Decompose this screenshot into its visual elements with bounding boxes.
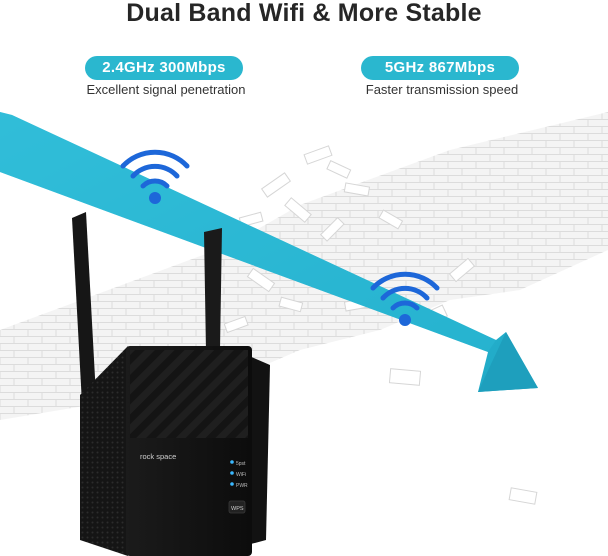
wps-button <box>228 500 246 514</box>
antenna-left <box>72 212 96 404</box>
wifi-icon <box>370 271 440 326</box>
led-indicator <box>230 471 234 475</box>
led-label: 5pst <box>236 461 246 467</box>
device-brand-label: rock space <box>140 452 176 461</box>
wps-button-label: WPS <box>231 506 244 512</box>
led-indicator <box>230 460 234 464</box>
page-title: Dual Band Wifi & More Stable <box>126 0 482 27</box>
antenna-right <box>204 228 222 352</box>
led-label: WiFi <box>236 472 246 478</box>
band-24ghz-caption: Excellent signal penetration <box>86 82 246 97</box>
band-5ghz-caption: Faster transmission speed <box>365 82 519 97</box>
band-5ghz-badge: 5GHz 867Mbps <box>361 56 519 80</box>
signal-beam-arrow <box>0 112 538 392</box>
led-indicator <box>230 482 234 486</box>
wifi-extender-device: rock space 5pst WiFi PWR WPS <box>72 212 270 556</box>
wifi-icon <box>120 149 190 204</box>
band-24ghz-badge: 2.4GHz 300Mbps <box>85 56 243 80</box>
led-label: PWR <box>236 483 248 489</box>
